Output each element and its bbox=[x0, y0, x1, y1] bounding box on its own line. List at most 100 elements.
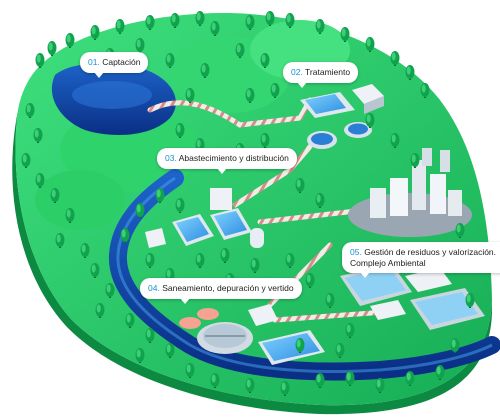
tree-icon bbox=[250, 258, 260, 273]
tree-icon bbox=[345, 371, 355, 386]
stage-callout-abastecimiento: 03. Abastecimiento y distribución bbox=[157, 148, 297, 174]
reservoir-highlight bbox=[72, 81, 152, 109]
tree-icon bbox=[115, 19, 125, 34]
tree-icon bbox=[315, 193, 325, 208]
tree-icon bbox=[260, 133, 270, 148]
stage-callout-captacion: 01. Captación bbox=[80, 52, 149, 78]
tree-icon bbox=[245, 88, 255, 103]
tree-icon bbox=[410, 153, 420, 168]
tree-icon bbox=[105, 283, 115, 298]
building-icon bbox=[430, 174, 446, 214]
tree-icon bbox=[405, 371, 415, 386]
tree-icon bbox=[285, 253, 295, 268]
stage-number: 03. bbox=[165, 153, 177, 163]
tree-icon bbox=[185, 88, 195, 103]
tree-icon bbox=[95, 303, 105, 318]
stage-label: Tratamiento bbox=[305, 67, 351, 77]
tree-icon bbox=[450, 338, 460, 353]
tree-icon bbox=[365, 113, 375, 128]
tree-icon bbox=[170, 13, 180, 28]
building-icon bbox=[448, 190, 462, 216]
building-icon bbox=[405, 268, 452, 292]
tree-icon bbox=[235, 43, 245, 58]
building-icon bbox=[145, 228, 166, 248]
tree-icon bbox=[33, 128, 43, 143]
tree-icon bbox=[435, 365, 445, 380]
tree-icon bbox=[21, 153, 31, 168]
tree-icon bbox=[145, 15, 155, 30]
tree-icon bbox=[245, 378, 255, 393]
tree-icon bbox=[65, 33, 75, 48]
tree-icon bbox=[305, 273, 315, 288]
tree-icon bbox=[315, 19, 325, 34]
tree-icon bbox=[50, 188, 60, 203]
tree-icon bbox=[65, 208, 75, 223]
tree-icon bbox=[280, 381, 290, 396]
tree-icon bbox=[365, 37, 375, 52]
tree-icon bbox=[195, 253, 205, 268]
tree-icon bbox=[195, 11, 205, 26]
building-icon bbox=[352, 84, 384, 104]
building-icon bbox=[370, 300, 406, 320]
tree-icon bbox=[155, 188, 165, 203]
tree-icon bbox=[135, 38, 145, 53]
tree-icon bbox=[270, 83, 280, 98]
tree-icon bbox=[200, 63, 210, 78]
building-icon bbox=[370, 188, 386, 218]
stage-label: Gestión de residuos y valorización. Comp… bbox=[350, 247, 497, 268]
tree-icon bbox=[25, 103, 35, 118]
building-icon bbox=[440, 150, 450, 172]
hill bbox=[35, 170, 125, 230]
sanitation-plant bbox=[179, 304, 325, 365]
tree-icon bbox=[120, 228, 130, 243]
tree-icon bbox=[465, 293, 475, 308]
stage-callout-residuos: 05. Gestión de residuos y valorización. … bbox=[342, 242, 500, 279]
stage-label: Captación bbox=[102, 57, 141, 67]
tree-icon bbox=[390, 51, 400, 66]
tree-icon bbox=[135, 203, 145, 218]
city-complex bbox=[348, 148, 472, 237]
tree-icon bbox=[165, 343, 175, 358]
stage-label: Abastecimiento y distribución bbox=[178, 153, 289, 163]
tree-icon bbox=[145, 253, 155, 268]
pipe-icon bbox=[232, 132, 323, 208]
pipe-icon bbox=[272, 309, 388, 323]
tree-icon bbox=[345, 323, 355, 338]
building-icon bbox=[210, 188, 232, 210]
pipe-icon bbox=[147, 100, 303, 128]
tree-icon bbox=[335, 343, 345, 358]
tree-icon bbox=[260, 53, 270, 68]
tree-icon bbox=[265, 11, 275, 26]
tree-icon bbox=[210, 21, 220, 36]
building-icon bbox=[412, 160, 426, 210]
tank-icon bbox=[197, 308, 219, 320]
tree-icon bbox=[165, 53, 175, 68]
tree-icon bbox=[375, 378, 385, 393]
tree-icon bbox=[135, 348, 145, 363]
stage-number: 02. bbox=[291, 67, 303, 77]
tree-icon bbox=[325, 293, 335, 308]
distribution-plant bbox=[145, 188, 264, 248]
tree-icon bbox=[220, 248, 230, 263]
tree-icon bbox=[125, 313, 135, 328]
tree-icon bbox=[420, 83, 430, 98]
stage-number: 04. bbox=[148, 283, 160, 293]
building-icon bbox=[390, 178, 408, 216]
stage-callout-saneamiento: 04. Saneamiento, depuración y vertido bbox=[140, 278, 302, 304]
tree-icon bbox=[455, 223, 465, 238]
tank-icon bbox=[250, 228, 264, 248]
tree-icon bbox=[145, 328, 155, 343]
tree-icon bbox=[185, 363, 195, 378]
tree-icon bbox=[90, 25, 100, 40]
tree-icon bbox=[390, 133, 400, 148]
tree-icon bbox=[55, 233, 65, 248]
tree-icon bbox=[47, 41, 57, 56]
treatment-plant bbox=[300, 84, 384, 149]
tree-icon bbox=[405, 65, 415, 80]
stage-number: 05. bbox=[350, 247, 362, 257]
tree-icon bbox=[90, 263, 100, 278]
building-icon bbox=[422, 148, 432, 166]
tree-icon bbox=[245, 15, 255, 30]
tree-icon bbox=[315, 373, 325, 388]
